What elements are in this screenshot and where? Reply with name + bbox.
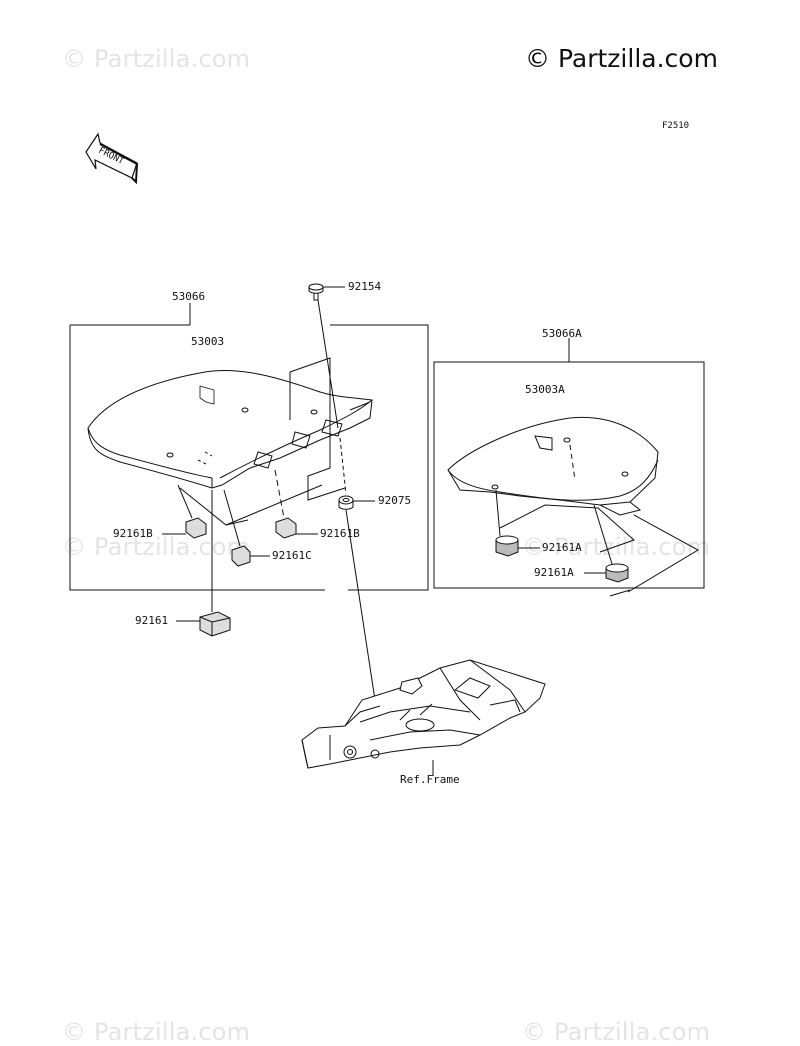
grommet-part-icon [338, 495, 354, 510]
label-92161b-right: 92161B [320, 527, 360, 540]
damper-92161a-1-icon [495, 535, 519, 557]
label-92161b-left: 92161B [113, 527, 153, 540]
label-92161a-1: 92161A [542, 541, 582, 554]
label-53066a: 53066A [542, 327, 582, 340]
rear-seat-drawing [447, 416, 659, 516]
label-92154: 92154 [348, 280, 382, 293]
label-92161: 92161 [135, 614, 169, 627]
frame-drawing [301, 659, 546, 769]
watermark-mid-right: © Partzilla.com [522, 533, 711, 561]
damper-92161b-right-icon [275, 517, 297, 539]
label-53003a: 53003A [525, 383, 565, 396]
label-92161c: 92161C [272, 549, 312, 562]
watermark-bottom-right: © Partzilla.com [522, 1018, 711, 1046]
watermark-mid-left: © Partzilla.com [62, 533, 251, 561]
damper-92161b-left-icon [185, 517, 207, 539]
damper-92161-icon [199, 611, 231, 637]
front-seat-drawing [87, 369, 373, 489]
damper-92161c-icon [231, 545, 251, 567]
label-92161a-2: 92161A [534, 566, 574, 579]
label-53066: 53066 [172, 290, 206, 303]
seat-assembly-frame [69, 324, 429, 591]
label-ref-frame: Ref.Frame [400, 773, 460, 786]
copyright-notice: © Partzilla.com [525, 44, 718, 73]
watermark-bottom-left: © Partzilla.com [62, 1018, 251, 1046]
damper-92161a-2-icon [605, 563, 629, 583]
front-arrow-icon: FRONT [85, 132, 139, 185]
bolt-part-icon [308, 283, 324, 301]
watermark-top-left: © Partzilla.com [62, 45, 251, 73]
label-92075: 92075 [378, 494, 412, 507]
label-53003: 53003 [191, 335, 225, 348]
figure-code: F2510 [662, 121, 690, 131]
